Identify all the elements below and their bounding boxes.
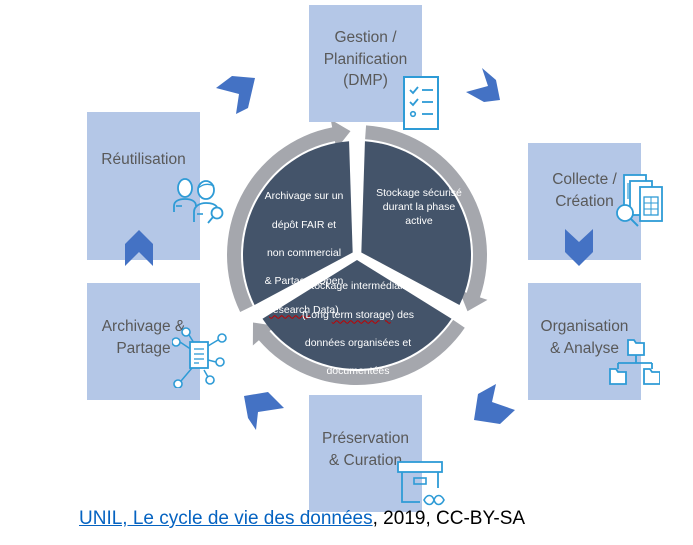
- stage-reutilisation-label: Réutilisation: [101, 151, 186, 169]
- chevron-archivage-to-reutilisation-icon: [125, 230, 153, 266]
- outer-ring: [227, 119, 488, 385]
- segment-long-term-storage-label: Stockage intermédiaire (Long term storag…: [301, 280, 415, 378]
- stage-gestion-label: Gestion / Planification (DMP): [323, 28, 408, 90]
- segment-active-storage: [361, 141, 471, 305]
- chevron-preservation-to-archivage-icon: [244, 392, 284, 430]
- caption: UNIL, Le cycle de vie des données, 2019,…: [79, 508, 525, 530]
- stage-preservation: Préservation & Curation: [309, 395, 422, 512]
- users-search-icon: [173, 178, 224, 224]
- stage-organisation-label: Organisation & Analyse: [540, 317, 629, 357]
- segment-open-data-label: Archivage sur un dépôt FAIR et non comme…: [264, 190, 344, 316]
- chevron-organisation-to-preservation-icon: [474, 384, 515, 424]
- source-link[interactable]: UNIL, Le cycle de vie des données: [79, 508, 373, 529]
- ring-arrow-bottom-to-left: [252, 319, 465, 385]
- chevron-gestion-to-collecte-icon: [466, 68, 500, 102]
- ring-arrow-left-to-top: [227, 119, 351, 312]
- stage-archivage-label: Archivage & Partage: [101, 317, 186, 357]
- ring-arrow-top-to-bottomright: [365, 125, 488, 312]
- document-network-icon: [172, 327, 227, 388]
- checklist-icon: [403, 76, 439, 130]
- documents-search-icon: [616, 174, 663, 227]
- stage-collecte-label: Collecte / Création: [552, 170, 617, 210]
- segment-long-term-storage: [262, 260, 452, 370]
- segment-active-storage-label: Stockage sécurisé durant la phase active: [376, 187, 462, 228]
- stage-collecte: Collecte / Création: [528, 143, 641, 260]
- archive-box-icon: [397, 461, 445, 506]
- folder-hierarchy-icon: [609, 339, 660, 385]
- segment-open-data: [242, 141, 353, 305]
- caption-license: , 2019, CC-BY-SA: [372, 508, 526, 529]
- stage-preservation-label: Préservation & Curation: [321, 429, 409, 469]
- chevron-reutilisation-to-gestion-icon: [216, 76, 255, 114]
- stage-archivage: Archivage & Partage: [87, 283, 200, 400]
- chevron-collecte-to-organisation-icon: [565, 229, 593, 266]
